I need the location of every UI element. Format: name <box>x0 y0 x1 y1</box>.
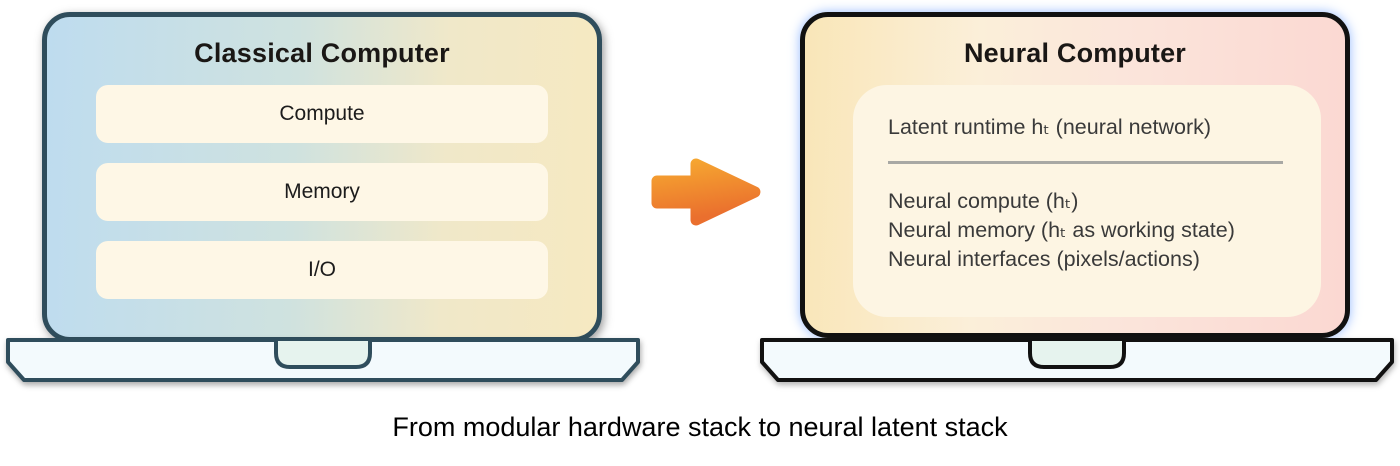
classical-laptop-title: Classical Computer <box>194 38 450 68</box>
hw-box-memory: Memory <box>96 163 548 221</box>
neural-laptop-title: Neural Computer <box>963 38 1187 68</box>
hw-box-memory-label: Memory <box>284 180 360 203</box>
neural-laptop-base <box>760 338 1394 382</box>
hardware-stack: Compute Memory I/O <box>96 85 548 299</box>
neural-interfaces-line: Neural interfaces (pixels/actions) <box>888 247 1200 271</box>
neural-base-notch <box>1028 341 1126 369</box>
neural-laptop-screen: Neural Computer Latent runtime hₜ (neura… <box>800 12 1350 338</box>
hw-box-io-label: I/O <box>307 258 336 281</box>
classical-base-notch <box>274 341 372 369</box>
hw-box-compute: Compute <box>96 85 548 143</box>
classical-laptop-screen: Classical Computer Compute Memory I/O <box>42 12 602 342</box>
diagram-caption: From modular hardware stack to neural la… <box>392 412 1008 442</box>
hw-box-io: I/O <box>96 241 548 299</box>
neural-compute-line: Neural compute (hₜ) <box>888 189 1079 213</box>
latent-runtime-panel: Latent runtime hₜ (neural network) Neura… <box>853 85 1321 317</box>
panel-divider <box>888 161 1283 164</box>
right-arrow-icon <box>651 158 761 226</box>
hw-box-compute-label: Compute <box>279 102 365 125</box>
neural-memory-line: Neural memory (hₜ as working state) <box>888 218 1235 242</box>
classical-laptop-base <box>6 338 640 382</box>
latent-runtime-line: Latent runtime hₜ (neural network) <box>888 115 1212 139</box>
